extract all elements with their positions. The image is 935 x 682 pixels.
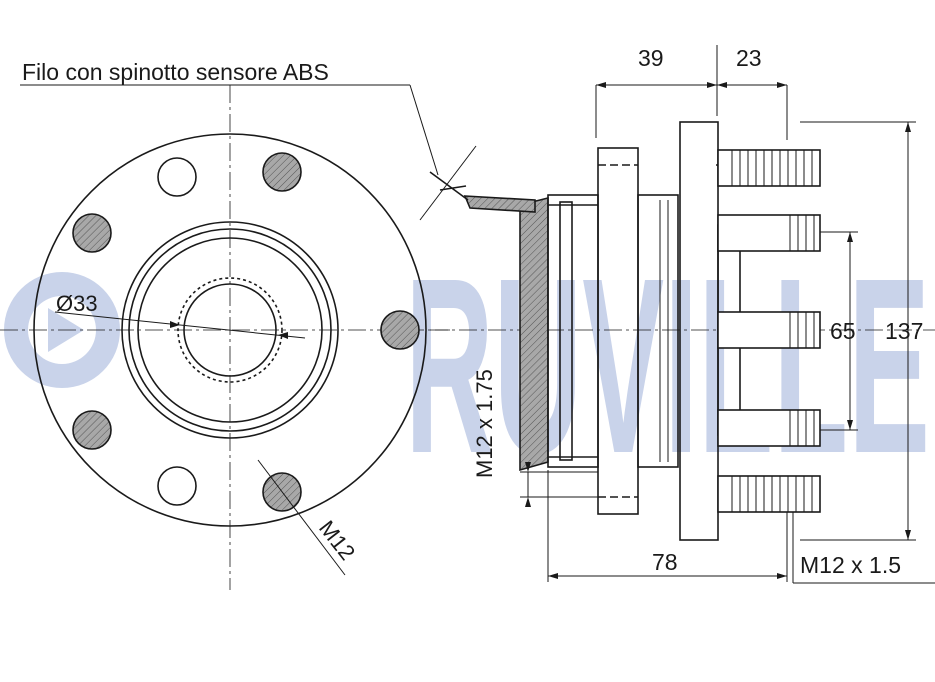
bolt-hole-threaded (72, 410, 112, 450)
spline-teeth (177, 277, 283, 383)
wheel-stud (717, 409, 821, 447)
bolt-thread-label: M12 (314, 516, 360, 565)
thread-side-label: M12 x 1.75 (472, 369, 497, 478)
abs-sensor-body (519, 196, 549, 472)
flange-outline (33, 133, 427, 527)
wheel-stud (717, 214, 821, 252)
dim-23-label: 23 (736, 45, 762, 71)
thread-leader (257, 459, 346, 576)
stud-threads (731, 150, 815, 512)
stud-thread-label: M12 x 1.5 (800, 552, 901, 578)
wheel-stud (717, 149, 821, 187)
bolt-hole-threaded (380, 310, 420, 350)
bolt-hole (157, 466, 197, 506)
front-view (0, 85, 450, 590)
hub-ring-middle (128, 228, 332, 432)
watermark-logo: RUVILLE (4, 226, 930, 505)
bolt-hole-threaded (262, 152, 302, 192)
dim-137-label: 137 (885, 318, 923, 344)
spline-bore (183, 283, 277, 377)
wheel-stud (717, 311, 821, 349)
abs-wire-label: Filo con spinotto sensore ABS (22, 59, 329, 85)
bore-diameter-label: Ø33 (56, 291, 98, 316)
hub-ring-inner (137, 237, 323, 423)
abs-wire-connector (463, 195, 536, 213)
dim-65-label: 65 (830, 318, 856, 344)
hub-ring-outer (121, 221, 339, 439)
dim-78-label: 78 (652, 549, 678, 575)
dimension-arrows (525, 82, 911, 579)
dim-39-label: 39 (638, 45, 664, 71)
dimension-lines (520, 45, 935, 584)
side-view (20, 84, 935, 541)
wheel-stud (717, 475, 821, 513)
bolt-hole (157, 157, 197, 197)
abs-label-leader (409, 84, 439, 176)
bolt-hole-threaded (72, 213, 112, 253)
